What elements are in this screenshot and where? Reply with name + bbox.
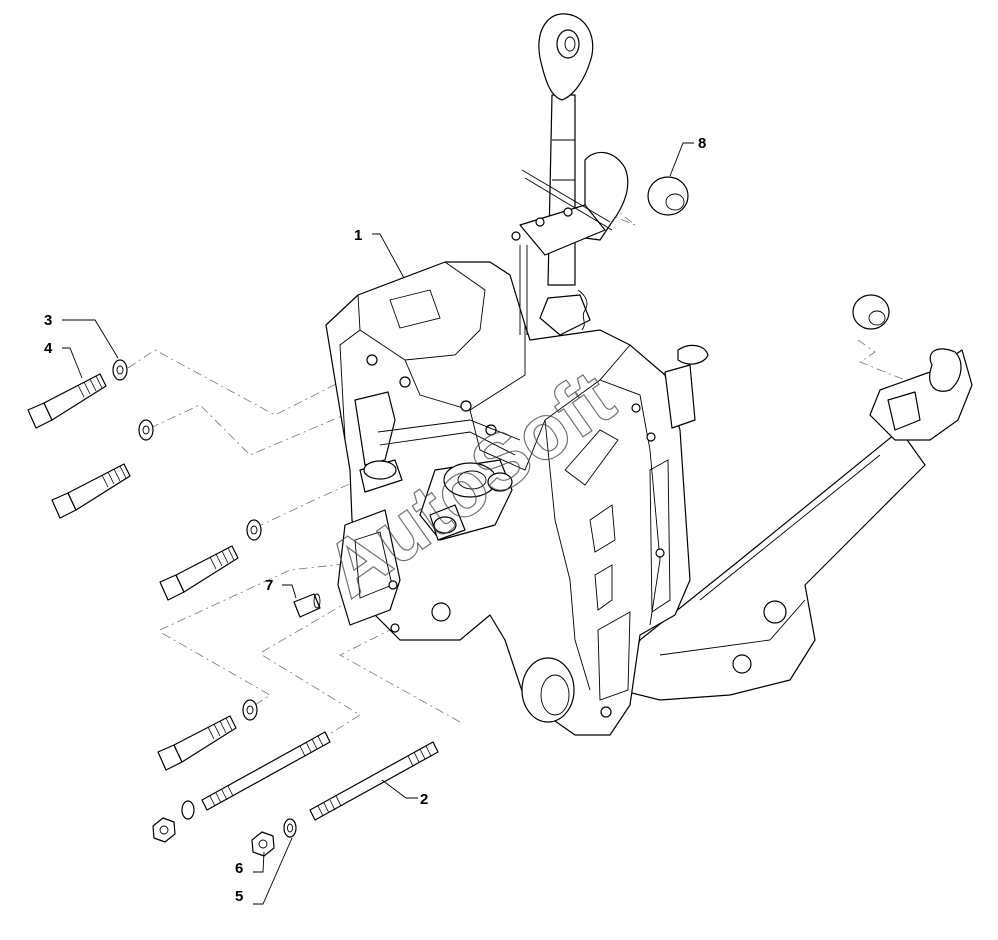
ball-joint-upper <box>647 176 689 216</box>
bolt-lower <box>157 699 258 771</box>
bolt-4 <box>27 373 107 429</box>
stud-bolt-2 <box>309 741 439 821</box>
main-hitch-housing <box>325 261 691 736</box>
washer-5 <box>283 818 297 838</box>
callout-7: 7 <box>265 577 273 594</box>
callout-4: 4 <box>44 340 53 357</box>
nut-6 <box>251 831 275 857</box>
callout-1: 1 <box>354 227 362 244</box>
leader-lines <box>62 142 694 905</box>
callout-8: 8 <box>698 135 706 152</box>
ball-joint-lower <box>852 294 890 330</box>
callout-labels: 1 2 3 4 5 6 7 8 <box>44 135 706 905</box>
top-link-assembly <box>511 13 709 429</box>
bolt-second <box>51 419 154 519</box>
dowel-pin-7 <box>293 593 321 618</box>
callout-5: 5 <box>235 888 243 905</box>
callout-6: 6 <box>235 860 243 877</box>
callout-3: 3 <box>44 312 52 329</box>
stud-bolt-upper <box>152 731 331 843</box>
bolt-third <box>159 519 262 601</box>
callout-2: 2 <box>420 791 428 808</box>
lower-link-arm <box>619 348 973 701</box>
washer-3 <box>112 359 128 381</box>
